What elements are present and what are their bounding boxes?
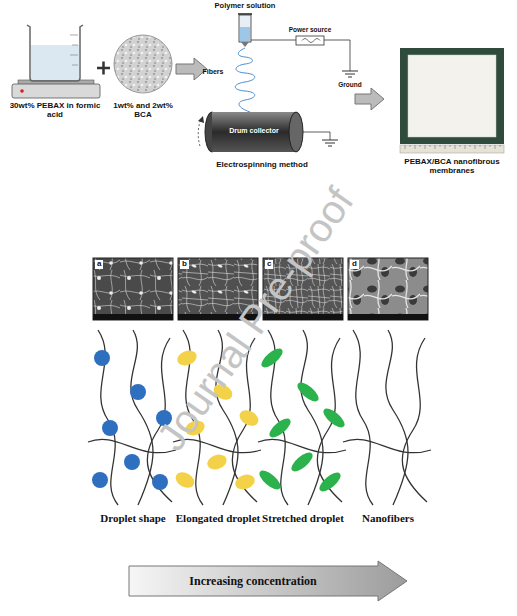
elongated-droplet xyxy=(205,452,229,472)
sem-info-bar xyxy=(93,314,173,320)
syringe-tip xyxy=(241,42,249,47)
stretched-droplet xyxy=(259,345,286,370)
ruler-ticks xyxy=(405,145,500,149)
arrow-shape xyxy=(129,561,407,601)
ruler xyxy=(400,145,504,153)
droplet xyxy=(94,350,110,366)
step-label: Electrospinning method xyxy=(197,160,327,169)
panel-letter: b xyxy=(180,260,189,269)
step-label: PEBAX/BCA nanofibrous membranes xyxy=(395,157,510,175)
wire xyxy=(251,40,296,41)
hotplate-light xyxy=(20,89,24,93)
membrane-photo-frame xyxy=(400,48,504,144)
elongated-droplet xyxy=(233,472,257,492)
polymer-chains xyxy=(343,330,431,505)
stage-label: Droplet shape xyxy=(90,512,176,525)
stretched-droplet xyxy=(289,449,316,474)
hotplate-body xyxy=(12,84,100,98)
arrow-text-holder: Increasing concentration xyxy=(128,560,378,602)
power-source-box xyxy=(296,36,324,45)
stretched-droplet xyxy=(267,415,294,440)
power-source-symbol xyxy=(302,39,320,43)
part-label: Power source xyxy=(275,26,345,33)
droplet xyxy=(152,474,168,490)
stage-label: Elongated droplet xyxy=(175,512,261,525)
part-label: Polymer solution xyxy=(195,2,295,11)
beaker-glass xyxy=(27,25,83,81)
membrane-sheet xyxy=(408,55,496,137)
ground-symbol xyxy=(342,71,358,77)
schematic-stretched xyxy=(257,330,348,505)
panel-letter: a xyxy=(95,260,103,269)
stretched-droplet xyxy=(317,469,344,494)
arrow-caption: Increasing concentration xyxy=(189,574,316,589)
rotation-arrowhead xyxy=(198,116,204,123)
sem-image xyxy=(348,258,428,320)
process-arrow xyxy=(355,88,384,110)
stretched-droplet xyxy=(257,467,284,492)
sem-image xyxy=(93,258,173,320)
rotation-arrow xyxy=(198,119,201,146)
part-label: Ground xyxy=(328,81,372,88)
stretched-droplet xyxy=(321,405,348,430)
syringe-solution xyxy=(240,27,250,41)
elongated-droplet xyxy=(173,469,197,491)
step-label: 1wt% and 2wt% BCA xyxy=(107,101,179,119)
step-label: 30wt% PEBAX in formic acid xyxy=(8,101,103,119)
droplet xyxy=(124,454,140,470)
droplet xyxy=(130,384,146,400)
direction-arrow: Increasing concentration xyxy=(128,560,408,602)
droplet xyxy=(102,420,118,436)
panel-letter: d xyxy=(350,260,359,269)
part-label: Drum collector xyxy=(217,127,291,135)
droplet xyxy=(92,472,108,488)
powder-photo xyxy=(114,35,172,93)
elongated-droplet xyxy=(237,407,261,429)
sem-info-bar xyxy=(348,314,428,320)
stretched-droplet xyxy=(295,379,322,404)
process-arrow xyxy=(176,58,207,80)
stage-label: Stretched droplet xyxy=(260,512,346,525)
panel-letter: c xyxy=(265,260,273,269)
drum-collector xyxy=(212,112,296,152)
wire xyxy=(324,40,350,71)
beaker-liquid xyxy=(31,45,79,80)
ground-symbol xyxy=(322,140,338,146)
drum-end xyxy=(289,112,303,152)
stage-label: Nanofibers xyxy=(345,512,431,525)
beaker-graduation xyxy=(70,35,78,65)
syringe-barrel xyxy=(239,15,251,42)
wire xyxy=(303,132,330,140)
schematic-nanofibers xyxy=(343,330,431,505)
fiber-jet xyxy=(235,48,255,112)
plus-sign xyxy=(97,62,110,75)
part-label: Fibers xyxy=(196,68,230,76)
